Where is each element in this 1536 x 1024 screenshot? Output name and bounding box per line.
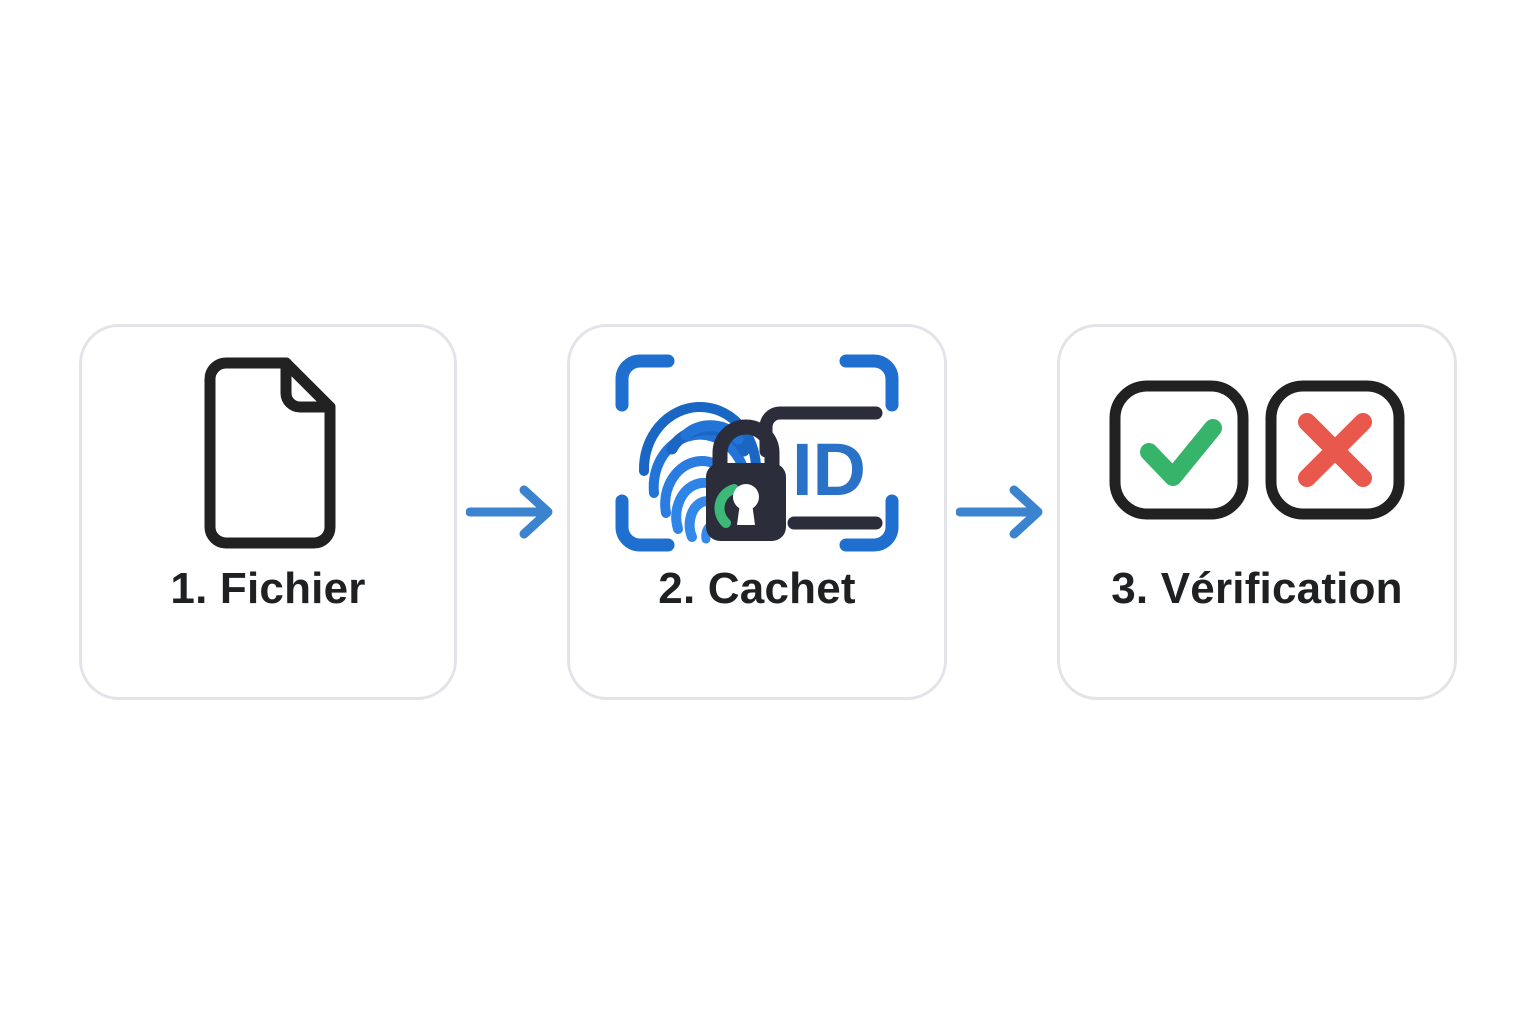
step-1-label: 1. Fichier — [170, 564, 366, 613]
digital-seal-scan-icon: ID — [615, 354, 899, 552]
padlock-icon — [706, 419, 786, 541]
verification-result-icon — [1109, 380, 1405, 520]
step-1-icon-area — [82, 327, 454, 567]
step-3-label: 3. Vérification — [1111, 564, 1403, 613]
scanner-corner-brackets — [615, 354, 899, 552]
step-3-icon-area — [1060, 327, 1454, 567]
step-2-label: 2. Cachet — [658, 564, 856, 613]
step-card-cachet[interactable]: ID 2. Cachet — [567, 324, 947, 700]
cross-box — [1265, 380, 1405, 520]
check-icon — [1140, 419, 1222, 486]
step-card-fichier[interactable]: 1. Fichier — [79, 324, 457, 700]
arrow-right-icon — [466, 485, 553, 539]
step-2-icon-area: ID — [570, 327, 944, 567]
document-page-icon — [204, 357, 336, 549]
arrow-right-icon — [956, 485, 1043, 539]
step-card-verification[interactable]: 3. Vérification — [1057, 324, 1457, 700]
connector-2-3 — [947, 324, 1057, 700]
connector-1-2 — [457, 324, 567, 700]
checkmark-box — [1109, 380, 1249, 520]
id-label: ID — [792, 428, 866, 511]
